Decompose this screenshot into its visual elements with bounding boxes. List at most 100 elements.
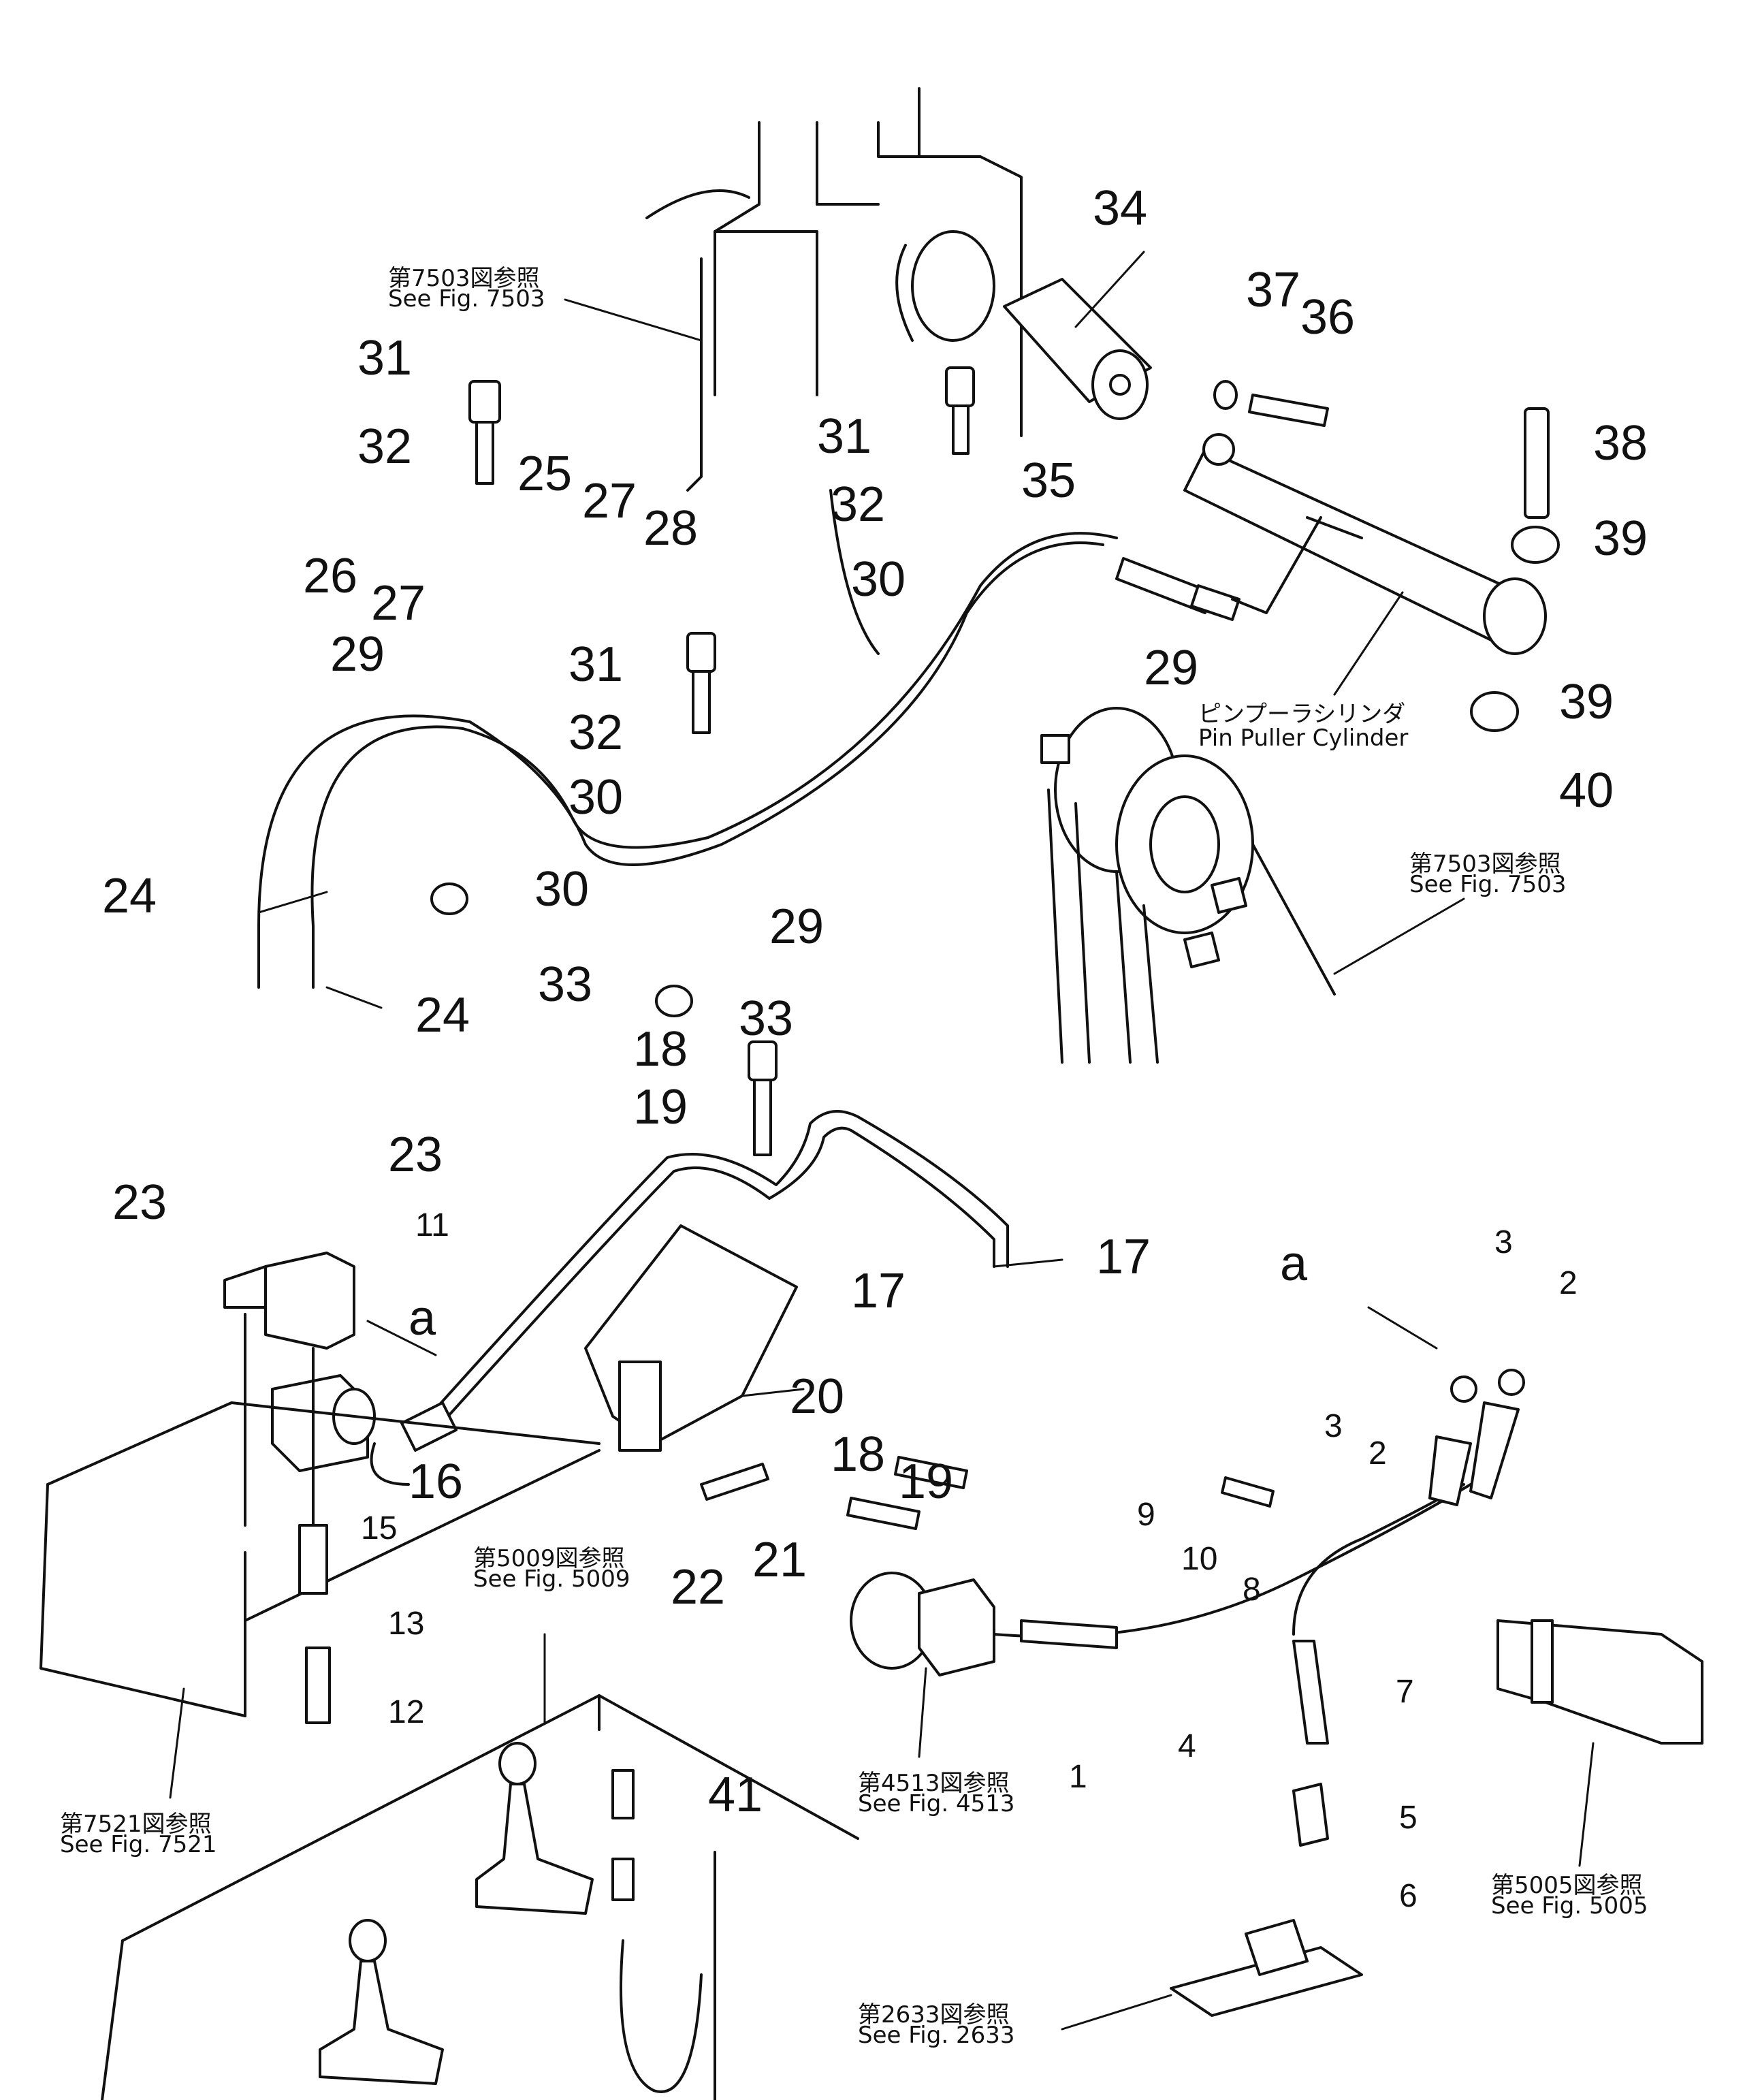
- callout-12: 12: [388, 1694, 424, 1730]
- callout-3: 3: [1494, 1224, 1513, 1260]
- reference-en: See Fig. 5005: [1491, 1892, 1648, 1920]
- callout-18: 18: [831, 1427, 885, 1482]
- reference-jp: 第7503図参照: [1409, 850, 1561, 878]
- callout-33: 33: [538, 957, 592, 1012]
- callout-22: 22: [671, 1560, 725, 1614]
- callout-16: 16: [409, 1454, 463, 1509]
- callout-25: 25: [517, 447, 572, 501]
- callout-29: 29: [769, 900, 824, 954]
- reference-jp: 第7503図参照: [388, 265, 540, 292]
- callout-35: 35: [1021, 454, 1076, 508]
- callout-31: 31: [357, 331, 412, 385]
- callout-29: 29: [1144, 641, 1198, 695]
- callout-39: 39: [1559, 675, 1614, 729]
- cab-base: [101, 1694, 859, 2100]
- hose-lines: [257, 516, 1322, 989]
- callout-33: 33: [739, 991, 793, 1046]
- fasteners: [298, 366, 1560, 1724]
- callout-41: 41: [708, 1768, 763, 1822]
- callout-18: 18: [633, 1022, 688, 1077]
- callout-17: 17: [1096, 1230, 1151, 1284]
- callout-30: 30: [851, 552, 906, 607]
- callout-8: 8: [1243, 1572, 1261, 1608]
- view-marker: a: [409, 1291, 436, 1346]
- callout-20: 20: [790, 1369, 844, 1424]
- callout-17: 17: [851, 1264, 906, 1318]
- pin-bushing: [895, 230, 1152, 420]
- reference-en: See Fig. 4513: [858, 1790, 1014, 1817]
- callout-5: 5: [1399, 1800, 1418, 1836]
- reference-note-5005: 第5005図参照 See Fig. 5005: [1491, 1872, 1648, 1920]
- callout-30: 30: [534, 862, 589, 917]
- reference-jp: 第5009図参照: [473, 1545, 625, 1572]
- callout-19: 19: [633, 1080, 688, 1134]
- leader-lines: [169, 251, 1595, 2031]
- callout-27: 27: [582, 474, 637, 528]
- reference-en: See Fig. 7521: [60, 1831, 217, 1858]
- callout-2: 2: [1559, 1265, 1578, 1301]
- callouts-large: 34 37 36 31 32 25 27 28 26 27 29 31 32 3…: [102, 181, 1648, 1822]
- valve-block: [223, 1252, 410, 1540]
- callout-24: 24: [102, 869, 157, 923]
- callout-31: 31: [569, 637, 623, 692]
- callout-3: 3: [1324, 1408, 1343, 1444]
- reference-note-5009: 第5009図参照 See Fig. 5009: [473, 1545, 630, 1593]
- reference-jp: 第4513図参照: [858, 1770, 1010, 1797]
- callout-32: 32: [831, 477, 885, 532]
- reference-en: See Fig. 5009: [473, 1565, 630, 1593]
- reference-en: See Fig. 7503: [388, 285, 545, 313]
- boom-frame: [645, 87, 1023, 655]
- callout-1: 1: [1069, 1759, 1087, 1795]
- callout-10: 10: [1181, 1541, 1217, 1577]
- callout-34: 34: [1093, 181, 1147, 236]
- valve-4513: [850, 1572, 995, 1676]
- lower-left-panel: [39, 1401, 601, 1717]
- callout-24: 24: [415, 988, 470, 1043]
- reference-note-7503-top: 第7503図参照 See Fig. 7503: [388, 265, 545, 313]
- callout-29: 29: [330, 627, 385, 682]
- callout-27: 27: [371, 576, 426, 631]
- callout-23: 23: [388, 1128, 443, 1182]
- callout-26: 26: [303, 549, 357, 603]
- component-label-jp: ピンプーラシリンダ: [1198, 701, 1405, 728]
- reference-note-7521: 第7521図参照 See Fig. 7521: [60, 1811, 217, 1858]
- component-label-en: Pin Puller Cylinder: [1198, 725, 1408, 752]
- component-label-pin-puller: ピンプーラシリンダ Pin Puller Cylinder: [1198, 701, 1408, 752]
- callout-30: 30: [569, 770, 623, 825]
- pin-puller-cylinder: [1183, 433, 1547, 655]
- reference-note-7503-right: 第7503図参照 See Fig. 7503: [1409, 850, 1566, 898]
- bracket-20: [584, 1224, 798, 1452]
- callout-9: 9: [1137, 1497, 1155, 1533]
- reference-note-4513: 第4513図参照 See Fig. 4513: [858, 1770, 1014, 1817]
- right-bracket: [1496, 1619, 1703, 1745]
- view-marker: a: [1280, 1237, 1308, 1291]
- callout-32: 32: [357, 419, 412, 474]
- reference-en: See Fig. 7503: [1409, 871, 1566, 898]
- callout-32: 32: [569, 705, 623, 760]
- pump-fitting: [1170, 1783, 1363, 2017]
- callout-2: 2: [1368, 1435, 1387, 1471]
- reference-note-2633: 第2633図参照 See Fig. 2633: [858, 2001, 1014, 2049]
- callout-38: 38: [1593, 416, 1648, 471]
- callout-21: 21: [752, 1533, 807, 1587]
- switch-41: [611, 1769, 703, 2093]
- callout-37: 37: [1246, 263, 1300, 317]
- reference-en: See Fig. 2633: [858, 2022, 1014, 2049]
- callouts-small: 11 15 13 12 3 2 3 2 9 10 8 7 1 4 5 6: [361, 1207, 1578, 1914]
- callout-13: 13: [388, 1606, 424, 1642]
- reference-jp: 第2633図参照: [858, 2001, 1010, 2029]
- boom-link: [1040, 707, 1336, 1064]
- callout-39: 39: [1593, 511, 1648, 566]
- callout-31: 31: [817, 409, 871, 464]
- callout-23: 23: [112, 1175, 167, 1230]
- control-levers: [319, 1742, 594, 2085]
- callout-11: 11: [415, 1207, 449, 1243]
- reference-jp: 第7521図参照: [60, 1811, 212, 1838]
- callout-28: 28: [643, 501, 698, 556]
- pipe-line: [400, 1110, 1009, 1452]
- callout-36: 36: [1300, 290, 1355, 345]
- callout-19: 19: [899, 1454, 953, 1509]
- callout-7: 7: [1396, 1674, 1414, 1710]
- callout-6: 6: [1399, 1878, 1418, 1914]
